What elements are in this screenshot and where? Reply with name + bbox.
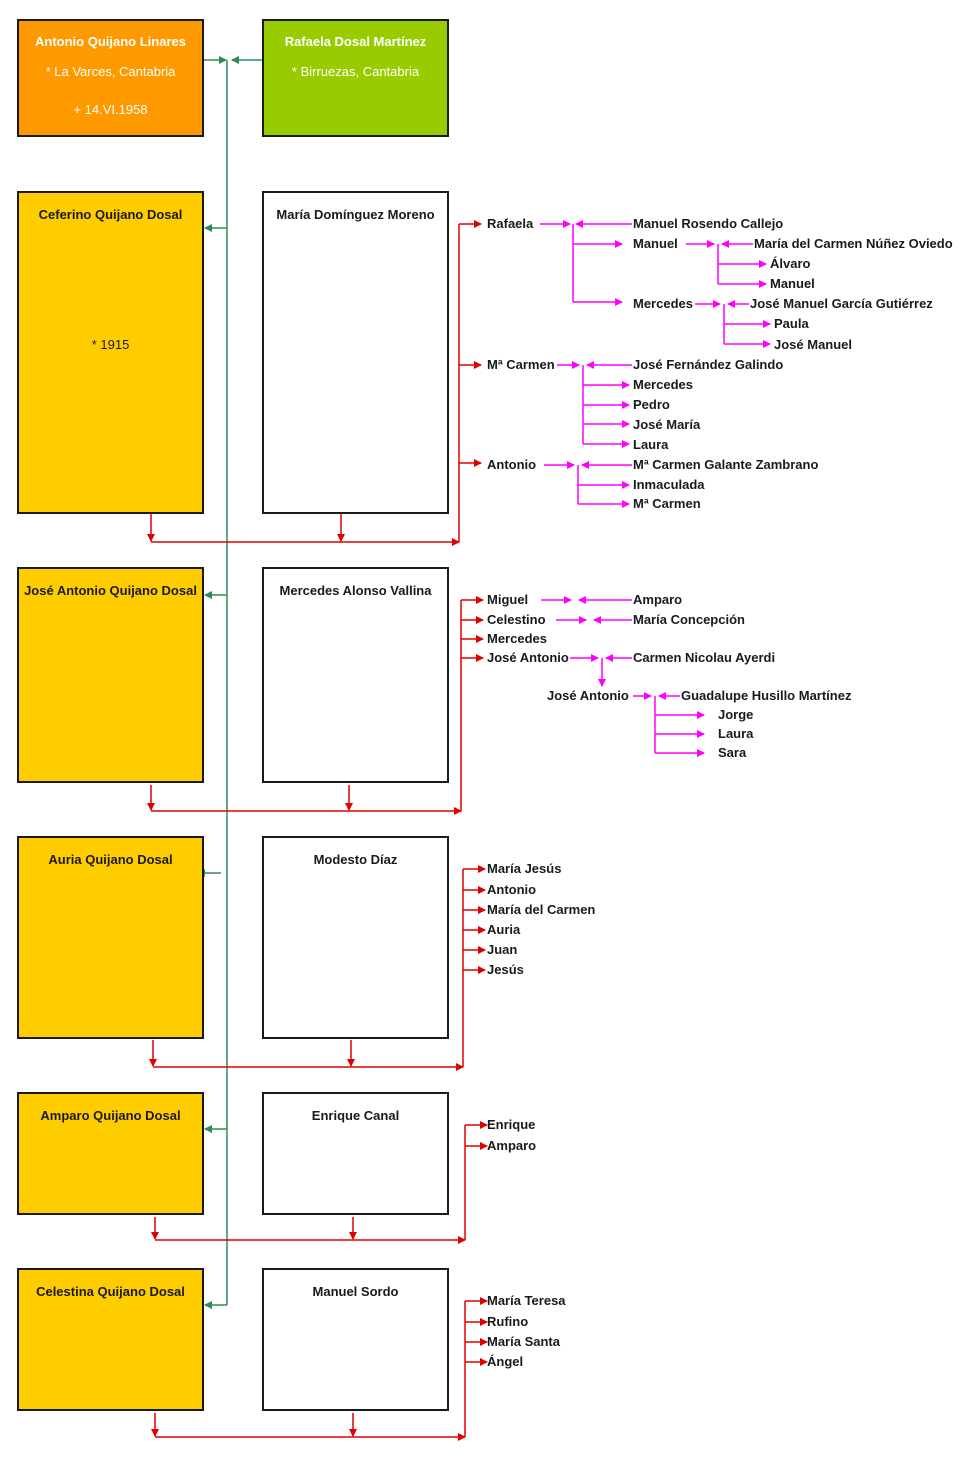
- great-grandchild-label: Manuel: [633, 236, 678, 251]
- child-box: Celestina Quijano Dosal: [17, 1268, 204, 1411]
- grandchild-label: Miguel: [487, 592, 529, 607]
- child-name: Auria Quijano Dosal: [48, 852, 173, 867]
- ancestor-father-name: Antonio Quijano Linares: [35, 34, 186, 49]
- grandchild-label: Amparo: [487, 1138, 537, 1153]
- spouse-label: José Fernández Galindo: [633, 357, 784, 372]
- child-box: Ceferino Quijano Dosal * 1915: [17, 191, 204, 514]
- grandchild-label: Celestino: [487, 612, 546, 627]
- grandchild-label: Antonio: [487, 882, 537, 897]
- grandchild-label: María Teresa: [487, 1293, 566, 1308]
- grandchild-label: Antonio: [487, 457, 537, 472]
- grandchild-label: José Antonio: [487, 650, 569, 665]
- great-great-grandchild-label: Paula: [774, 316, 809, 331]
- grandchild-label: María del Carmen: [487, 902, 596, 917]
- children-connector-lines: [147, 220, 488, 1441]
- spouse-box: Modesto Díaz: [262, 836, 449, 1039]
- ancestor-mother-box: Rafaela Dosal Martínez * Birruezas, Cant…: [262, 19, 449, 137]
- great-grandchild-label: Mercedes: [633, 296, 693, 311]
- grandchild-label: Auria: [487, 922, 521, 937]
- ancestor-father-birth: * La Varces, Cantabria: [45, 64, 176, 79]
- spouse-label: María del Carmen Núñez Oviedo: [754, 236, 953, 251]
- great-great-grandchild-label: Jorge: [718, 707, 754, 722]
- grandchild-label: Enrique: [487, 1117, 536, 1132]
- great-great-grandchild-label: Laura: [718, 726, 754, 741]
- child-box: Amparo Quijano Dosal: [17, 1092, 204, 1215]
- spouse-name: Enrique Canal: [311, 1108, 400, 1123]
- spouse-label: Amparo: [633, 592, 683, 607]
- child-box: José Antonio Quijano Dosal: [17, 567, 204, 783]
- great-grandchild-label: Mercedes: [633, 377, 693, 392]
- spouse-name: Manuel Sordo: [312, 1284, 399, 1299]
- great-great-grandchild-label: Sara: [718, 745, 747, 760]
- great-grandchild-label: Inmaculada: [633, 477, 705, 492]
- grandchild-label: Ángel: [487, 1354, 524, 1369]
- ancestor-mother-birth: * Birruezas, Cantabria: [291, 64, 420, 79]
- spouse-box: Manuel Sordo: [262, 1268, 449, 1411]
- spouse-box: Enrique Canal: [262, 1092, 449, 1215]
- great-grandchild-label: José María: [633, 417, 701, 432]
- child-name: Celestina Quijano Dosal: [36, 1284, 185, 1299]
- great-grandchild-label: Pedro: [633, 397, 670, 412]
- great-great-grandchild-label: José Manuel: [774, 337, 853, 352]
- spouse-label: Carmen Nicolau Ayerdi: [633, 650, 776, 665]
- child-info: * 1915: [91, 337, 130, 352]
- spouse-label: José Manuel García Gutiérrez: [750, 296, 933, 311]
- grandchild-label: Mercedes: [487, 631, 547, 646]
- child-name: José Antonio Quijano Dosal: [24, 583, 197, 598]
- child-name: Amparo Quijano Dosal: [40, 1108, 181, 1123]
- grandchild-label: Rafaela: [487, 216, 534, 231]
- child-box: Auria Quijano Dosal: [17, 836, 204, 1039]
- great-great-grandchild-label: Manuel: [770, 276, 815, 291]
- spouse-name: María Domínguez Moreno: [276, 207, 435, 222]
- spouse-name: Mercedes Alonso Vallina: [279, 583, 432, 598]
- grandchild-label: Mª Carmen: [487, 357, 555, 372]
- spouse-box: Mercedes Alonso Vallina: [262, 567, 449, 783]
- parent-connector-lines: [197, 56, 262, 1309]
- grandchild-label: Rufino: [487, 1314, 529, 1329]
- spouse-label: Mª Carmen Galante Zambrano: [633, 457, 819, 472]
- spouse-label: María Concepción: [633, 612, 745, 627]
- spouse-name: Modesto Díaz: [313, 852, 398, 867]
- ancestor-father-death: + 14.VI.1958: [73, 102, 148, 117]
- grandchild-label: Juan: [487, 942, 518, 957]
- great-grandchild-label: Mª Carmen: [633, 496, 701, 511]
- grandchild-label: María Santa: [487, 1334, 560, 1349]
- spouse-label: Manuel Rosendo Callejo: [633, 216, 784, 231]
- ancestor-father-box: Antonio Quijano Linares * La Varces, Can…: [17, 19, 204, 137]
- spouse-label: Guadalupe Husillo Martínez: [681, 688, 852, 703]
- grandchild-label: María Jesús: [487, 861, 562, 876]
- grandchild-label: Jesús: [487, 962, 524, 977]
- great-grandchild-label: José Antonio: [547, 688, 629, 703]
- child-name: Ceferino Quijano Dosal: [38, 207, 183, 222]
- grandchildren-connector-lines: [540, 220, 771, 757]
- spouse-box: María Domínguez Moreno: [262, 191, 449, 514]
- great-great-grandchild-label: Álvaro: [770, 256, 811, 271]
- great-grandchild-label: Laura: [633, 437, 669, 452]
- ancestor-mother-name: Rafaela Dosal Martínez: [284, 34, 427, 49]
